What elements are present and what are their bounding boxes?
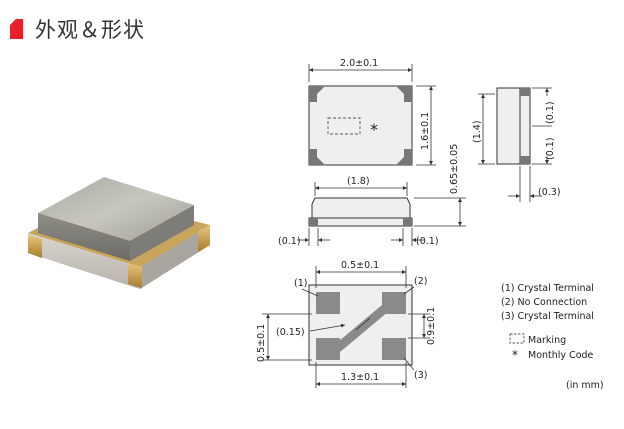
top-width-label: 2.0±0.1 bbox=[340, 58, 378, 69]
marking-star: * bbox=[370, 120, 378, 139]
header-marker-icon bbox=[10, 19, 23, 39]
bottom-view: 0.5±0.1 (1) (2) (3) 0.9±0.1 0.5±0.1 (0.1… bbox=[256, 260, 437, 388]
unit-label: (in mm) bbox=[566, 380, 604, 391]
front-right-edge-label: (0.1) bbox=[416, 236, 439, 247]
legend: (1) Crystal Terminal (2) No Connection (… bbox=[501, 283, 604, 391]
bottom-pad-height-label: 0.5±0.1 bbox=[256, 324, 267, 362]
front-left-edge-label: (0.1) bbox=[278, 236, 301, 247]
front-view: (1.8) 0.65±0.05 (0.1) (0.1) bbox=[278, 144, 466, 247]
top-height-label: 1.6±0.1 bbox=[420, 112, 431, 150]
legend-item-2: (2) No Connection bbox=[501, 297, 587, 308]
pad-1 bbox=[316, 292, 340, 314]
product-photo bbox=[28, 177, 210, 289]
marking-box bbox=[327, 117, 361, 135]
front-width-label: (1.8) bbox=[347, 176, 370, 187]
pin1-label: (1) bbox=[294, 278, 307, 289]
legend-marking: Marking bbox=[528, 335, 566, 346]
side-width-label: (0.3) bbox=[538, 187, 561, 198]
pad-3 bbox=[316, 338, 340, 360]
section-header: 外观＆形状 bbox=[10, 14, 145, 44]
section-title: 外观＆形状 bbox=[35, 18, 145, 42]
bottom-pad-span-label: 1.3±0.1 bbox=[341, 372, 379, 383]
bottom-trace-width-label: (0.15) bbox=[276, 327, 305, 338]
bottom-pad-pitch-label: 0.5±0.1 bbox=[341, 260, 379, 271]
pin3-label: (3) bbox=[414, 370, 427, 381]
top-view: * 2.0±0.1 1.6±0.1 bbox=[308, 58, 436, 166]
side-height-label: (1.4) bbox=[472, 120, 483, 143]
lid-top bbox=[38, 177, 194, 241]
terminal-front bbox=[128, 263, 142, 288]
bottom-pad-vertical-label: 0.9±0.1 bbox=[426, 307, 437, 345]
side-right-bottom-label: (0.1) bbox=[545, 137, 556, 160]
pin2-label: (2) bbox=[414, 276, 427, 287]
side-view: (1.4) (0.1) (0.1) (0.3) bbox=[472, 87, 561, 202]
legend-marking-icon bbox=[509, 333, 525, 344]
diagonal-trace bbox=[333, 300, 395, 352]
legend-monthly-code: Monthly Code bbox=[528, 350, 594, 361]
terminal-left bbox=[28, 235, 42, 258]
lid-right bbox=[130, 205, 194, 261]
base-right-face bbox=[140, 225, 210, 289]
base-left-face bbox=[28, 233, 140, 289]
legend-item-1: (1) Crystal Terminal bbox=[501, 283, 594, 294]
lid-front bbox=[38, 213, 130, 261]
front-height-label: 0.65±0.05 bbox=[449, 144, 460, 194]
side-right-top-label: (0.1) bbox=[545, 101, 556, 124]
terminal-right bbox=[198, 225, 210, 252]
legend-star-icon: * bbox=[512, 348, 518, 362]
legend-item-3: (3) Crystal Terminal bbox=[501, 311, 594, 322]
pad-4 bbox=[382, 338, 406, 360]
